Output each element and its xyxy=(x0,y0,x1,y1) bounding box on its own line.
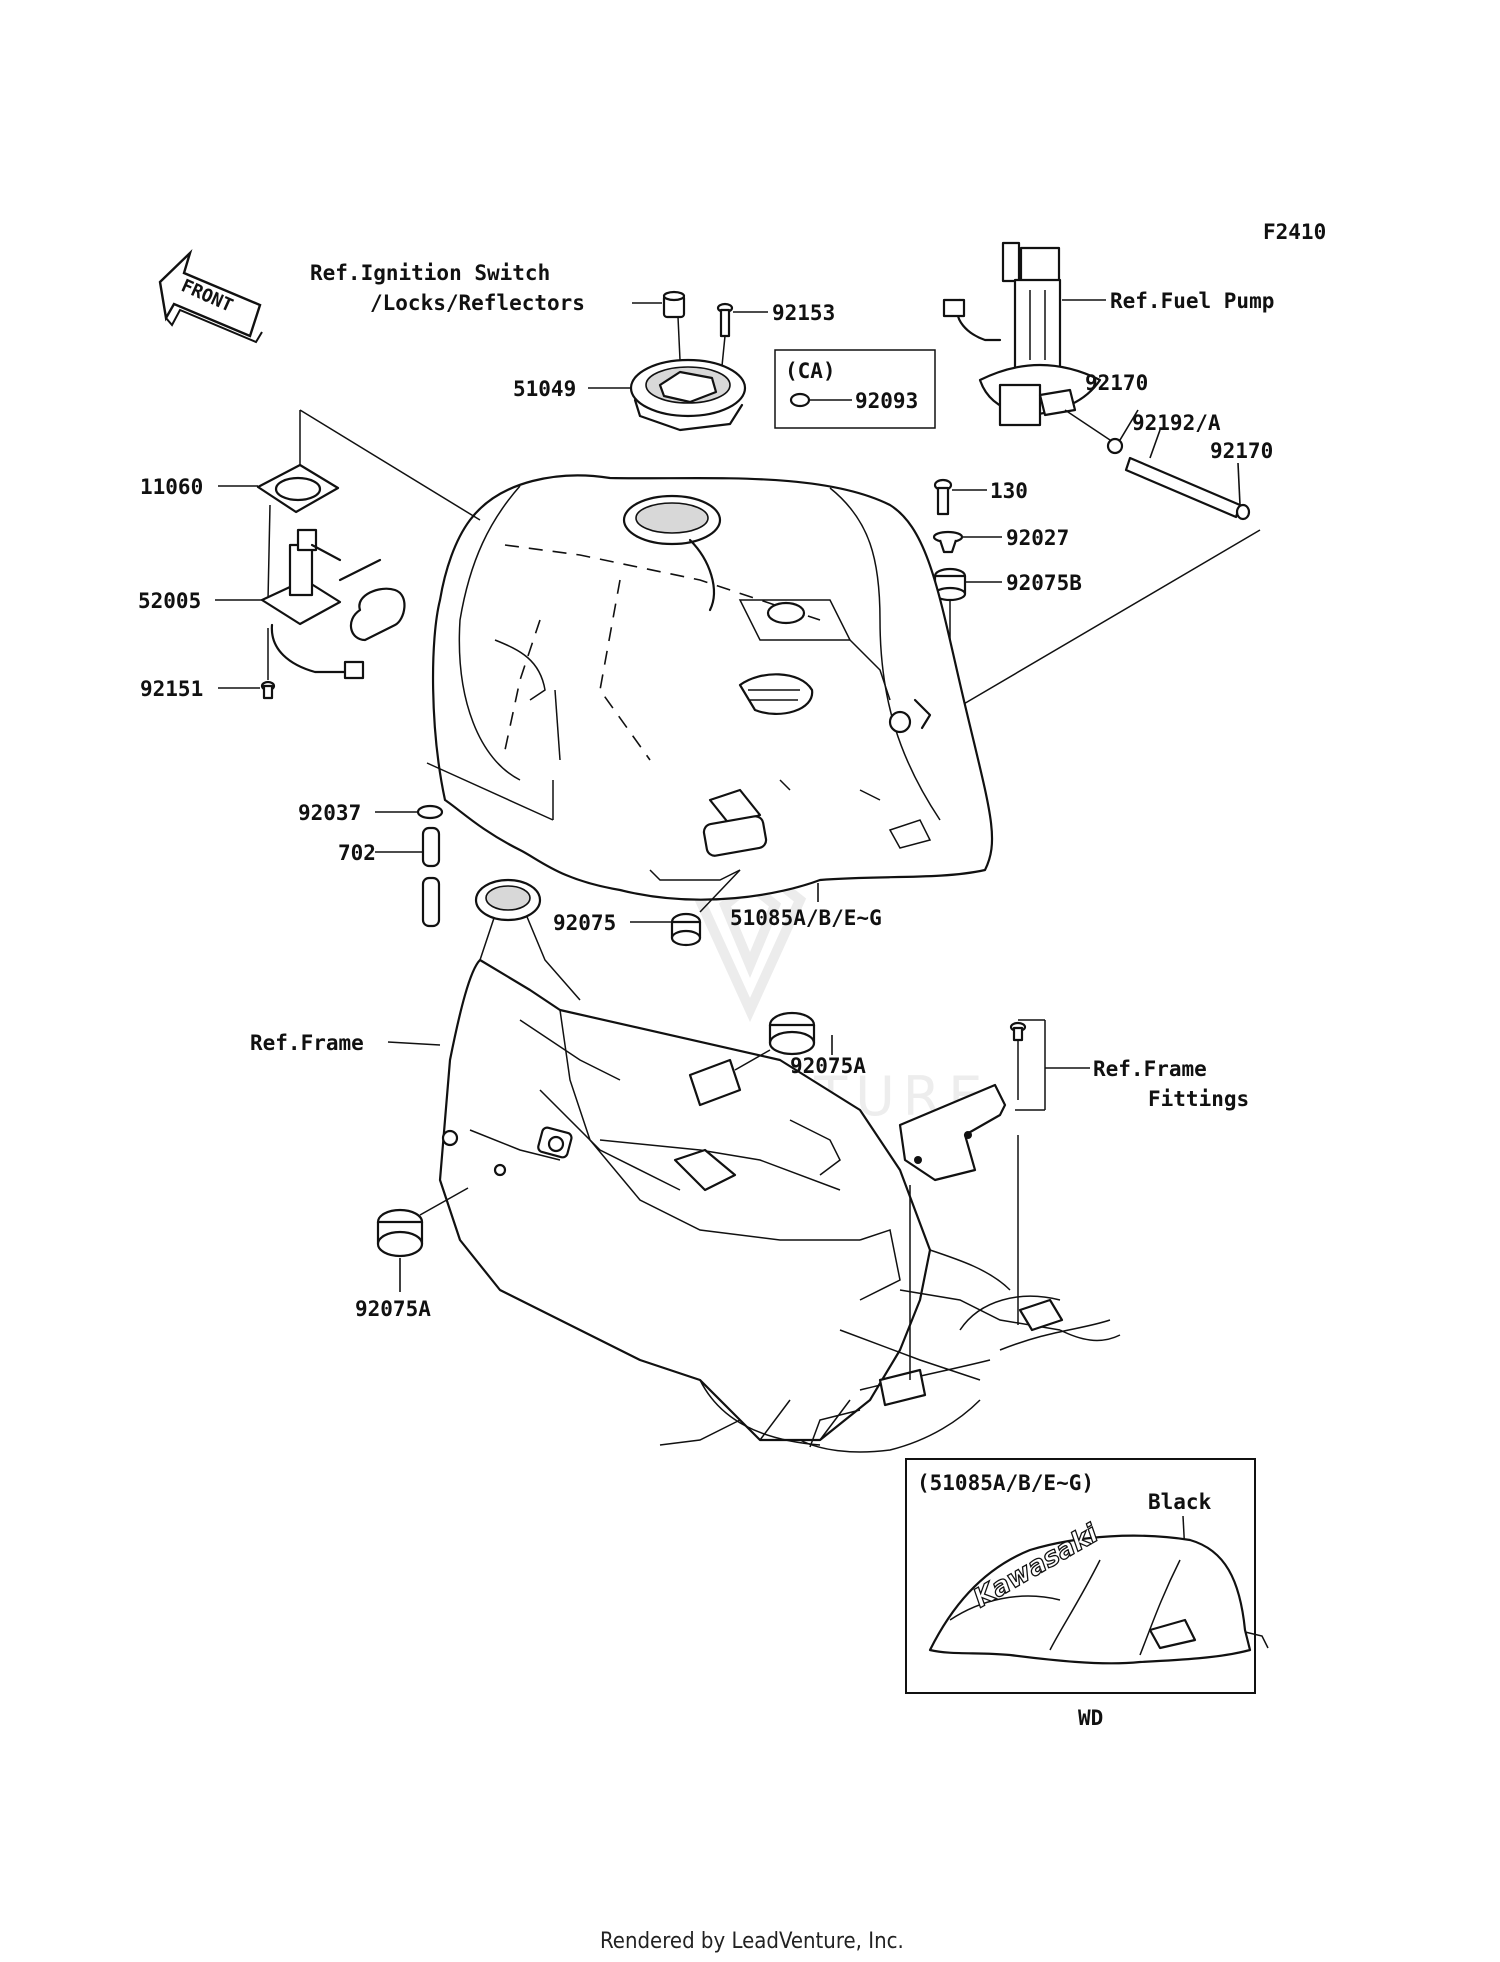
fuel-hose xyxy=(1064,409,1251,521)
part-92093-label: 92093 xyxy=(855,389,918,413)
damper-92075A-lower xyxy=(376,1208,424,1258)
inset-caption: WD xyxy=(1078,1706,1103,1730)
tube-702 xyxy=(421,826,441,928)
ref-fuel-pump-label: Ref.Fuel Pump xyxy=(1110,289,1274,313)
part-92027-label: 92027 xyxy=(1006,526,1069,550)
washer-92027 xyxy=(932,530,964,554)
ref-frame-fittings-label-2: Fittings xyxy=(1148,1087,1249,1111)
screw-92151 xyxy=(260,680,276,700)
motorcycle-frame xyxy=(438,878,1121,1453)
ref-locks-reflectors-label: /Locks/Reflectors xyxy=(370,291,585,315)
part-11060-label: 11060 xyxy=(140,475,203,499)
clip-92037 xyxy=(416,804,444,820)
inset-title: (51085A/B/E~G) xyxy=(917,1471,1094,1495)
bolt-130 xyxy=(933,478,953,516)
part-92075B-label: 92075B xyxy=(1006,571,1082,595)
frame-fittings-bracket xyxy=(898,1021,1027,1182)
part-92075A-label-b: 92075A xyxy=(355,1297,431,1321)
inset-box: (51085A/B/E~G) Black Kawasaki WD xyxy=(905,1458,1269,1730)
cap-bolt-92153 xyxy=(716,302,734,338)
fuel-pump-assembly xyxy=(942,241,1102,427)
part-92192-label: 92192/A xyxy=(1132,411,1221,435)
fuel-tank-51085 xyxy=(431,474,994,901)
grommet-92075 xyxy=(670,912,702,947)
part-92151-label: 92151 xyxy=(140,677,203,701)
front-arrow-icon: FRONT xyxy=(158,248,263,344)
fuel-cap-51049 xyxy=(629,358,747,432)
ca-box-label: (CA) xyxy=(785,359,836,383)
damper-92075A-upper xyxy=(768,1011,816,1056)
part-92170-label-a: 92170 xyxy=(1085,371,1148,395)
part-92170-label-b: 92170 xyxy=(1210,439,1273,463)
part-52005-label: 52005 xyxy=(138,589,201,613)
footer-credit: Rendered by LeadVenture, Inc. xyxy=(600,1929,904,1954)
inset-color-label: Black xyxy=(1148,1490,1212,1514)
cap-collar xyxy=(662,290,686,319)
part-51049-label: 51049 xyxy=(513,377,576,401)
part-702-label: 702 xyxy=(338,841,376,865)
part-51085-label: 51085A/B/E~G xyxy=(730,906,882,930)
ca-box: (CA) 92093 xyxy=(774,349,936,429)
fuel-tap-52005 xyxy=(260,528,406,642)
part-92075-label: 92075 xyxy=(553,911,616,935)
ref-frame-fittings-label-1: Ref.Frame xyxy=(1093,1057,1207,1081)
inset-tank-drawing: Kawasaki xyxy=(928,1518,1269,1665)
diagram-code: F2410 xyxy=(1263,220,1326,244)
gasket-11060 xyxy=(256,463,340,514)
part-130-label: 130 xyxy=(990,479,1028,503)
ref-ignition-switch-label: Ref.Ignition Switch xyxy=(310,261,550,285)
part-92075A-label-a: 92075A xyxy=(790,1054,866,1078)
part-92037-label: 92037 xyxy=(298,801,361,825)
ref-frame-label: Ref.Frame xyxy=(250,1031,364,1055)
grommet-92075B xyxy=(933,567,967,602)
part-92153-label: 92153 xyxy=(772,301,835,325)
